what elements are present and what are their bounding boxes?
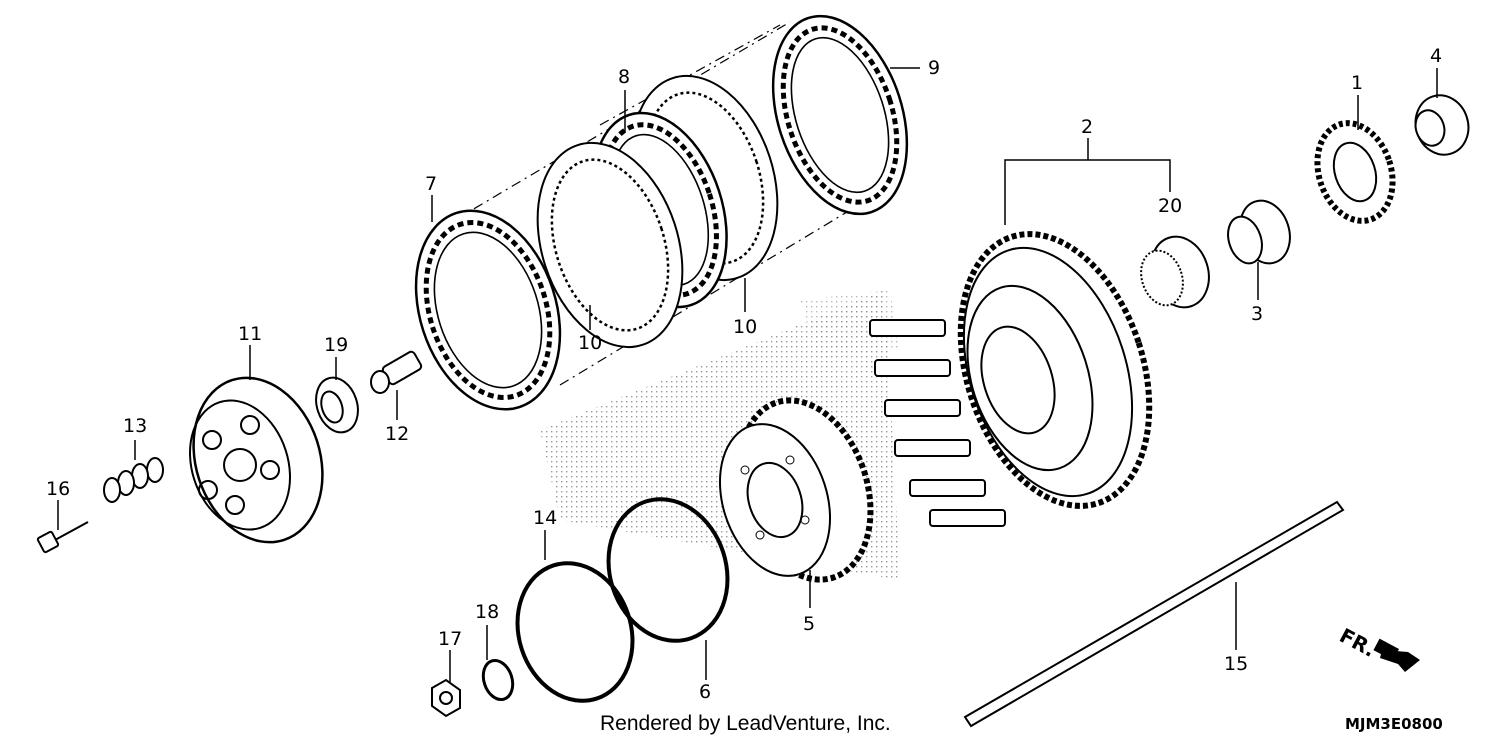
- callout-10-lower: 10: [578, 332, 602, 354]
- part-nut-17: [431, 678, 461, 718]
- callout-19: 19: [324, 334, 348, 356]
- part-friction-disk-7: [414, 209, 562, 411]
- part-clutch-plate-10-lower: [536, 141, 684, 349]
- callout-8: 8: [618, 66, 630, 88]
- render-credit: Rendered by LeadVenture, Inc.: [600, 712, 891, 735]
- callout-14: 14: [533, 507, 557, 529]
- callout-labels: 1 2 3 4 5 6 7 8 9 10 10 11 12 13 14 15 1…: [46, 45, 1442, 703]
- callout-20: 20: [1158, 195, 1182, 217]
- part-o-ring-14: [515, 561, 635, 703]
- part-pressure-plate-11: [189, 376, 324, 544]
- part-friction-disk-9: [771, 14, 909, 216]
- callout-13: 13: [123, 415, 147, 437]
- part-washer-18: [481, 658, 515, 702]
- part-bearing-19: [315, 376, 359, 434]
- callout-11: 11: [238, 323, 262, 345]
- part-clutch-center-5: [718, 397, 874, 583]
- callout-5: 5: [803, 613, 815, 635]
- callout-1: 1: [1351, 72, 1363, 94]
- callout-18: 18: [475, 601, 499, 623]
- callout-9: 9: [928, 57, 940, 79]
- assembly-guide-lines: [454, 21, 901, 386]
- callout-16: 16: [46, 478, 70, 500]
- callout-7: 7: [425, 173, 437, 195]
- part-needle-bearing-20: [1140, 235, 1210, 309]
- callout-10-upper: 10: [733, 316, 757, 338]
- callout-2: 2: [1081, 116, 1093, 138]
- callout-3: 3: [1251, 303, 1263, 325]
- callout-15: 15: [1224, 653, 1248, 675]
- diagram-code: MJM3E0800: [1345, 715, 1443, 733]
- part-sprocket-1: [1314, 120, 1396, 224]
- part-lifter-rod-15: [963, 500, 1345, 728]
- part-collar-3: [1227, 199, 1291, 265]
- part-bearing-4: [1414, 94, 1470, 156]
- part-clutch-outer-2: [869, 231, 1153, 527]
- front-direction-label: FR.: [1336, 623, 1380, 662]
- callout-17: 17: [438, 628, 462, 650]
- part-clutch-spring-13: [103, 457, 164, 503]
- front-direction-arrow: FR.: [1336, 623, 1420, 672]
- callout-leader-lines: [57, 67, 1438, 682]
- callout-12: 12: [385, 423, 409, 445]
- callout-4: 4: [1430, 45, 1442, 67]
- callout-6: 6: [699, 681, 711, 703]
- part-lifter-piece-12: [370, 350, 423, 394]
- part-bolt-16: [36, 521, 89, 554]
